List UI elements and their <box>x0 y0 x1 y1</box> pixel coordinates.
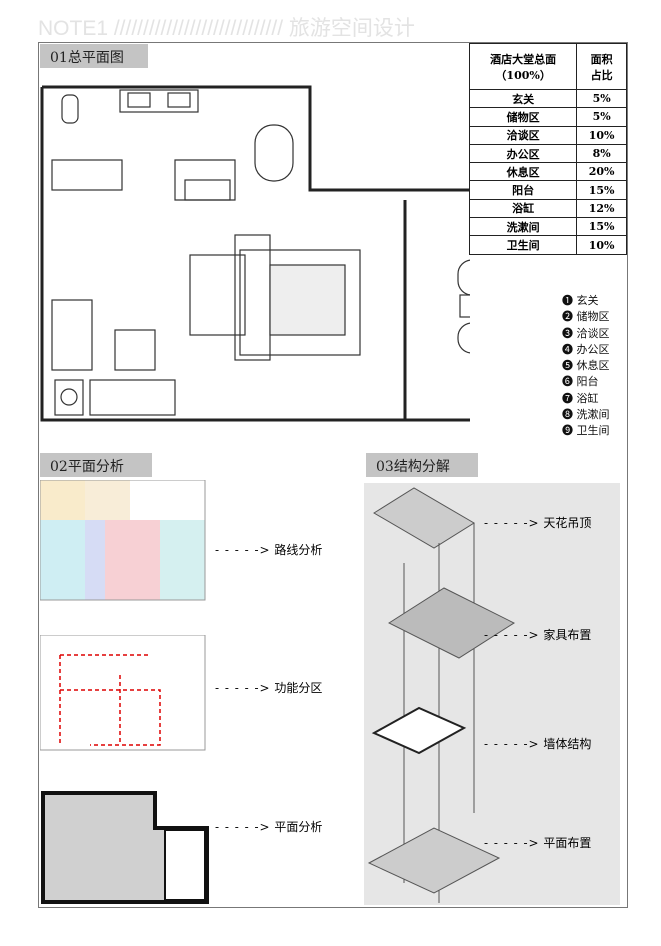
legend-item: ❶ 玄关 <box>562 294 599 307</box>
caption-text: 天花吊顶 <box>543 516 592 530</box>
route-analysis-diagram <box>40 480 206 601</box>
cell: 浴缸 <box>468 198 578 219</box>
dashed-arrow: - - - - -> <box>484 628 540 642</box>
cell: 休息区 <box>468 162 578 182</box>
cell: 12% <box>576 198 627 219</box>
caption-text: 功能分区 <box>274 681 323 695</box>
caption-text: 墙体结构 <box>543 737 592 751</box>
cell: 15% <box>576 180 627 200</box>
cell: 洽谈区 <box>468 125 578 145</box>
page-frame <box>38 42 628 908</box>
table-header-area: 酒店大堂总面 （100%） <box>468 43 578 90</box>
cell: 办公区 <box>468 143 578 164</box>
caption-text: 平面布置 <box>543 836 592 850</box>
zone-legend: ❶ 玄关 ❷ 储物区 ❸ 洽谈区 ❹ 办公区 ❺ 休息区 ❻ 阳台 ❼ 浴缸 ❽… <box>562 293 610 440</box>
legend-item: ❸ 洽谈区 <box>562 326 610 340</box>
legend-item: ❷ 储物区 <box>562 310 610 324</box>
dashed-arrow: - - - - -> <box>215 681 271 695</box>
legend-item: ❾ 卫生间 <box>562 424 610 438</box>
section-label-plan-analysis: 02平面分析 <box>40 453 152 477</box>
legend-item: ❹ 办公区 <box>562 342 610 356</box>
floor-plan <box>40 85 470 422</box>
cell: 阳台 <box>468 180 578 200</box>
cell: 10% <box>576 125 627 145</box>
legend-item: ❺ 休息区 <box>562 359 610 373</box>
dashed-arrow: - - - - -> <box>484 737 540 751</box>
cell: 20% <box>576 162 627 182</box>
caption-text: 平面分析 <box>274 820 323 834</box>
plan-analysis-caption: - - - - -> 平面分析 <box>215 818 322 835</box>
legend-item: ❻ 阳台 <box>562 375 599 389</box>
furniture-caption: - - - - -> 家具布置 <box>484 626 591 643</box>
legend-item: ❼ 浴缸 <box>562 391 599 405</box>
plan-analysis-diagram <box>41 791 209 904</box>
ceiling-caption: - - - - -> 天花吊顶 <box>484 514 591 531</box>
wall-caption: - - - - -> 墙体结构 <box>484 735 591 752</box>
cell: 卫生间 <box>468 235 578 255</box>
cell: 5% <box>576 107 627 127</box>
caption-text: 路线分析 <box>274 543 323 557</box>
cell: 储物区 <box>468 107 578 127</box>
exploded-axonometric <box>364 483 620 905</box>
function-zoning-caption: - - - - -> 功能分区 <box>215 679 322 696</box>
table-header-ratio: 面积 占比 <box>576 43 627 90</box>
cell: 8% <box>576 143 627 164</box>
cell: 玄关 <box>468 88 578 109</box>
page-title: NOTE1 ///////////////////////////// 旅游空间… <box>38 17 415 40</box>
dashed-arrow: - - - - -> <box>215 543 271 557</box>
section-label-structure: 03结构分解 <box>366 453 478 477</box>
cell: 5% <box>576 88 627 109</box>
dashed-arrow: - - - - -> <box>484 836 540 850</box>
route-analysis-caption: - - - - -> 路线分析 <box>215 541 322 558</box>
floor-layout-caption: - - - - -> 平面布置 <box>484 834 591 851</box>
dashed-arrow: - - - - -> <box>484 516 540 530</box>
cell: 洗漱间 <box>468 217 578 237</box>
function-zoning-diagram <box>40 635 206 751</box>
dashed-arrow: - - - - -> <box>215 820 271 834</box>
section-label-site-plan: 01总平面图 <box>40 44 148 68</box>
cell: 10% <box>576 235 627 255</box>
cell: 15% <box>576 217 627 237</box>
legend-item: ❽ 洗漱间 <box>562 408 610 422</box>
caption-text: 家具布置 <box>543 628 592 642</box>
